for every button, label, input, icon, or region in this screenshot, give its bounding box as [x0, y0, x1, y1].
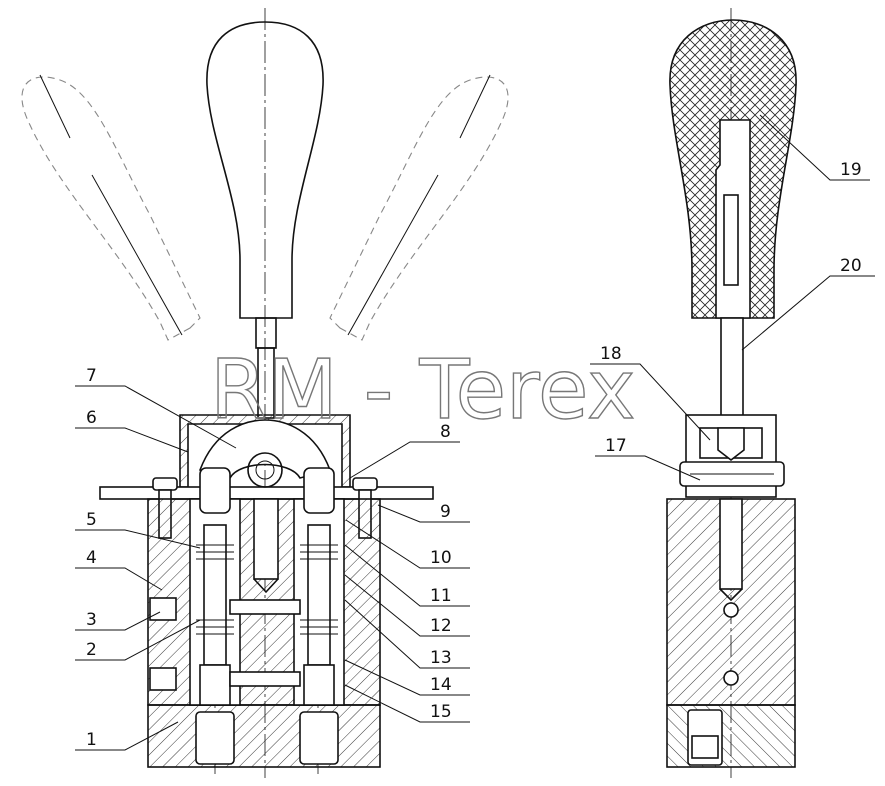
knob [669, 19, 797, 319]
callout-13: 13 [430, 648, 452, 668]
callout-18: 18 [600, 344, 622, 364]
leader-lines [75, 114, 875, 751]
callout-8: 8 [440, 422, 451, 442]
callout-19: 19 [840, 160, 862, 180]
watermark: RM - Terex [210, 343, 636, 438]
callout-4: 4 [86, 548, 97, 568]
callout-1: 1 [86, 730, 97, 750]
callout-11: 11 [430, 586, 452, 606]
side-view [666, 8, 797, 778]
callout-17: 17 [605, 436, 627, 456]
callout-6: 6 [86, 408, 97, 428]
handle-left-position [21, 74, 201, 341]
side-block [666, 498, 796, 768]
callout-12: 12 [430, 616, 452, 636]
callout-3: 3 [86, 610, 97, 630]
handle-right-position [329, 74, 509, 341]
bracket [679, 414, 785, 498]
front-section-view [21, 8, 509, 778]
callout-9: 9 [440, 502, 451, 522]
callout-7: 7 [86, 366, 97, 386]
valve-body [147, 467, 381, 768]
callout-14: 14 [430, 675, 452, 695]
callout-2: 2 [86, 640, 97, 660]
callout-labels: 1 2 3 4 5 6 7 8 9 10 11 12 13 14 15 17 1… [86, 160, 862, 750]
callout-10: 10 [430, 548, 452, 568]
lever-stem [720, 317, 744, 419]
callout-20: 20 [840, 256, 862, 276]
callout-15: 15 [430, 702, 452, 722]
callout-5: 5 [86, 510, 97, 530]
